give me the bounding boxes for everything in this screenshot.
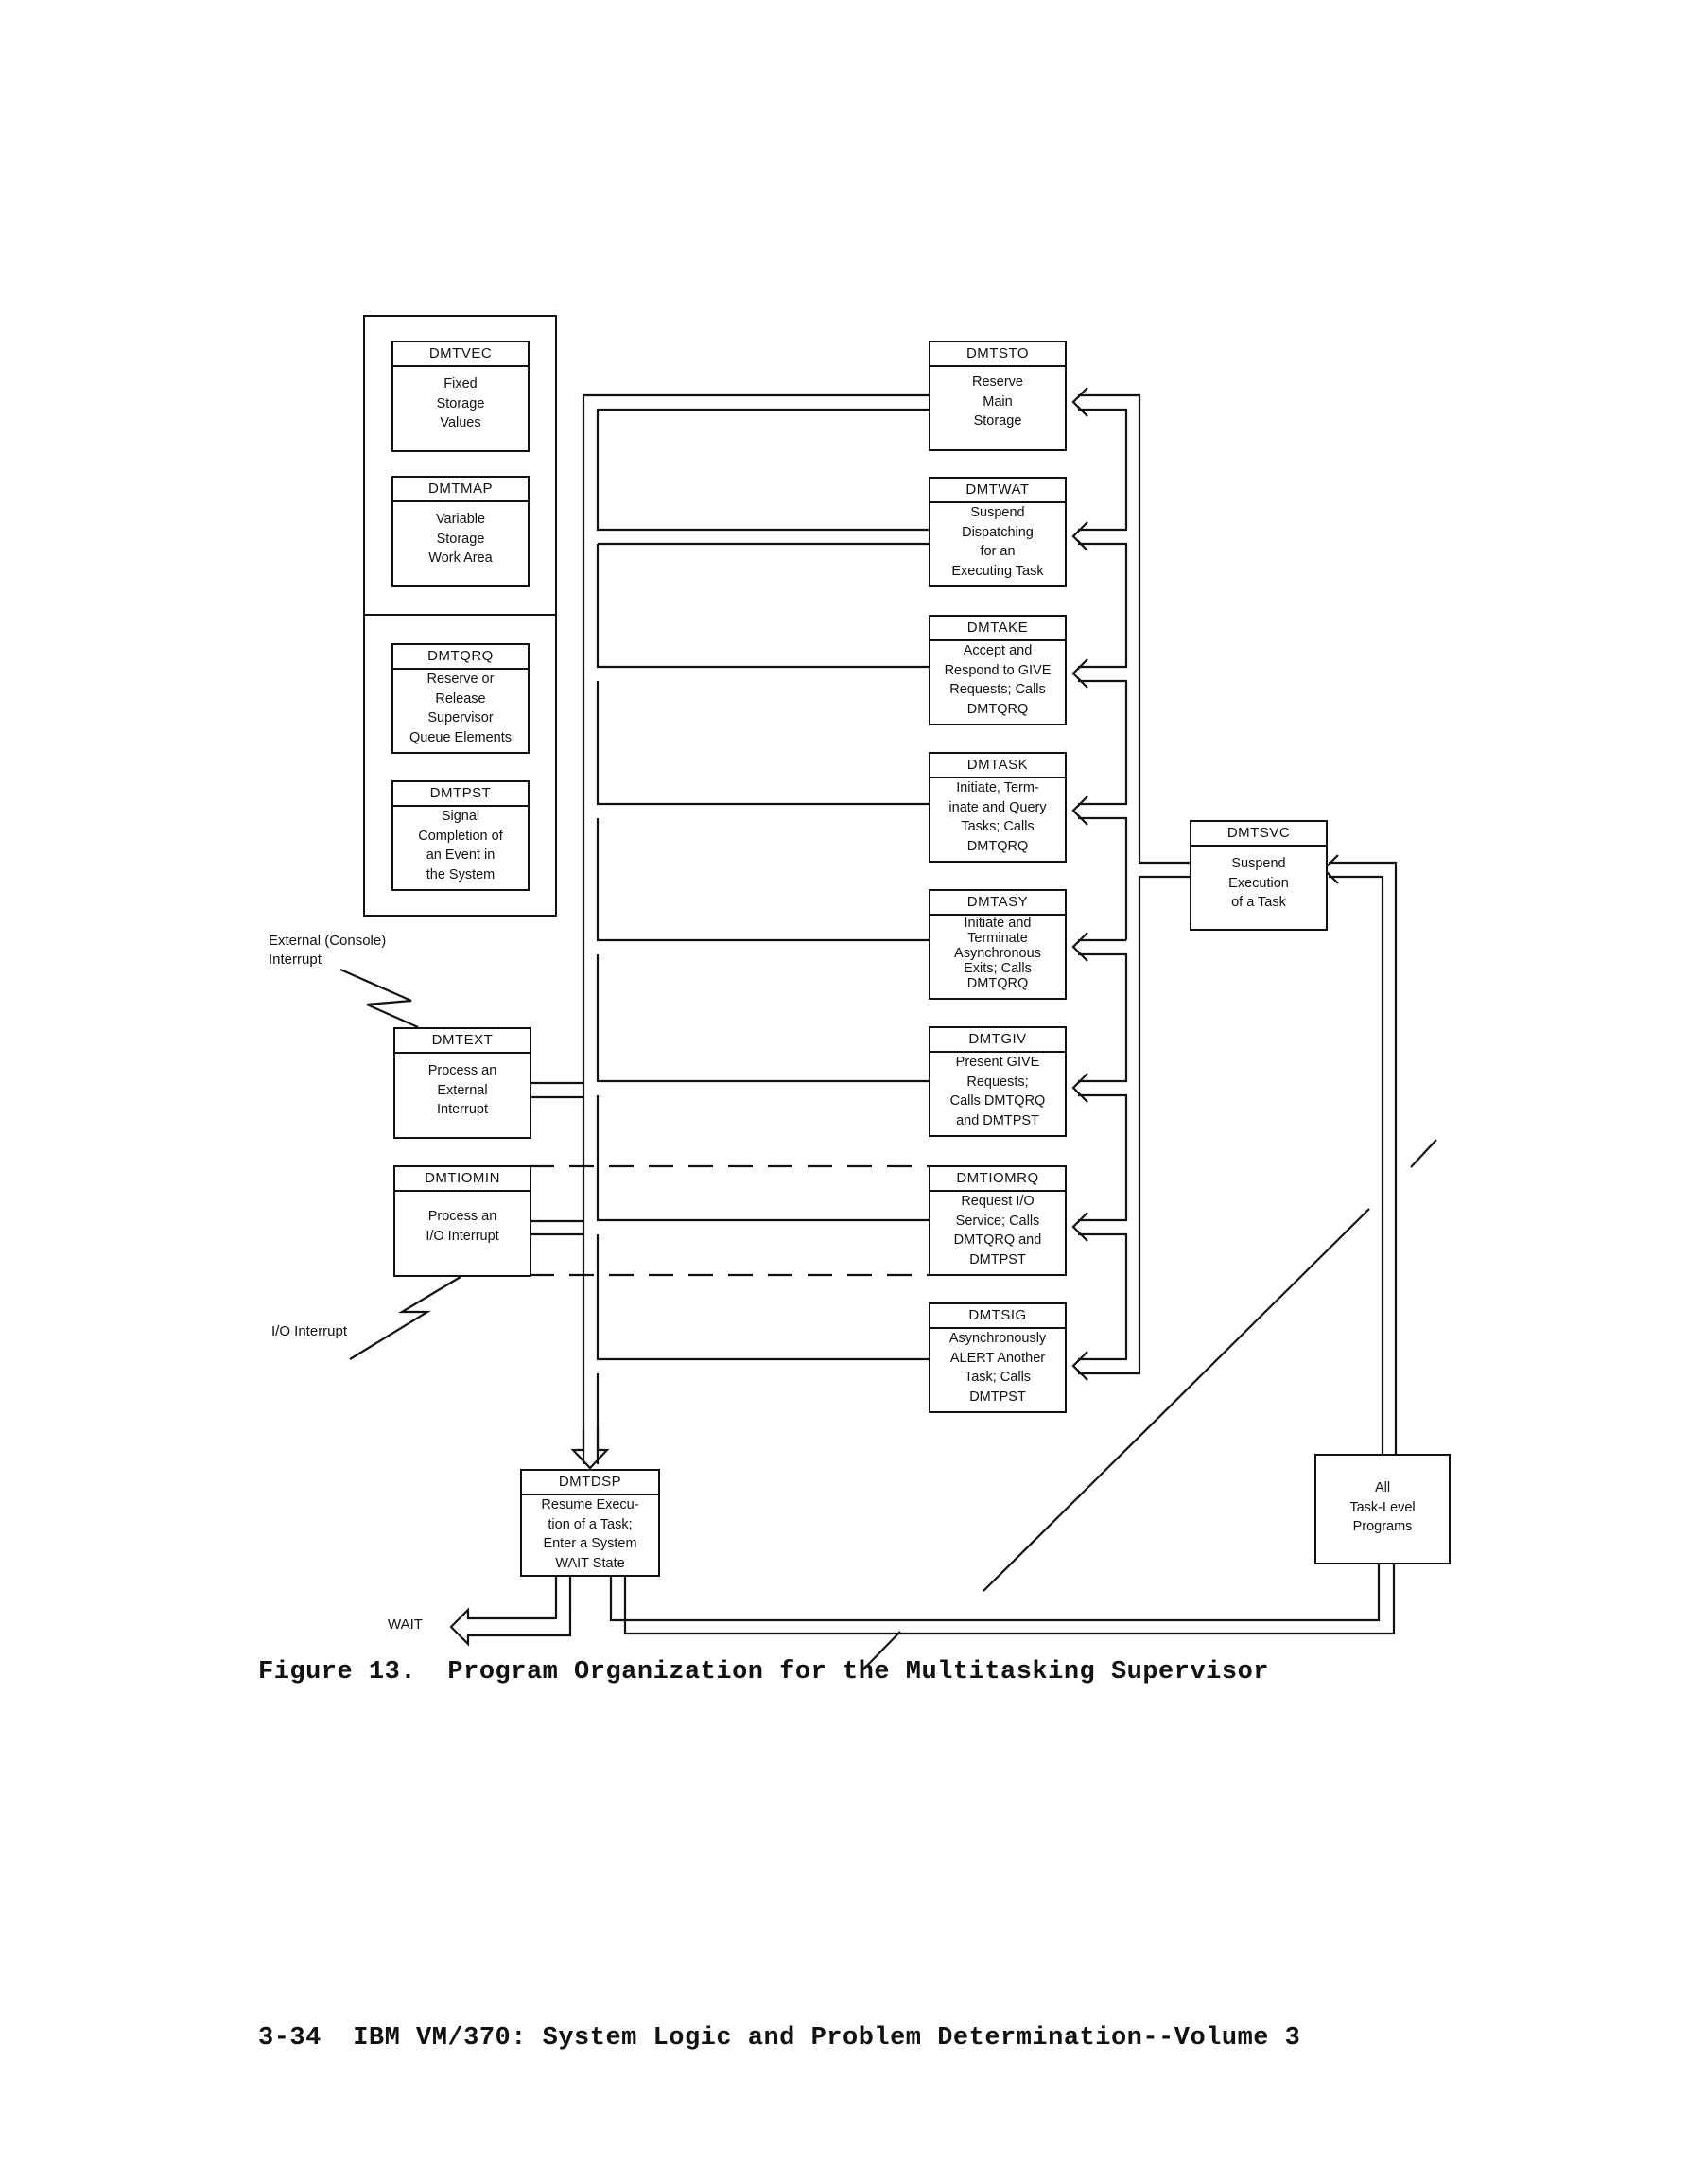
wait-arrow [449,1575,572,1647]
module-name: DMTPST [393,782,528,807]
module-name: DMTAKE [930,617,1065,641]
module-name: DMTSIG [930,1304,1065,1329]
module-desc: Present GIVE Requests; Calls DMTQRQ and … [949,1055,1046,1128]
left-bus-outer [582,393,929,1464]
task-level-programs[interactable]: All Task-Level Programs [1314,1454,1451,1564]
return-to-svc-outer [1329,861,1398,1454]
module-dmtmap[interactable]: DMTMAP Variable Storage Work Area [391,476,530,587]
external-interrupt-label: External (Console) Interrupt [269,933,387,968]
module-dmtiomrq[interactable]: DMTIOMRQ Request I/O Service; Calls DMTQ… [929,1165,1067,1276]
module-desc: Reserve or Release Supervisor Queue Elem… [409,672,512,745]
module-name: DMTWAT [930,479,1065,503]
page-footer: 3-34 IBM VM/370: System Logic and Proble… [258,2024,1301,2053]
services-group [363,614,557,917]
module-name: DMTMAP [393,478,528,502]
external-interrupt-zigzag [339,968,419,1029]
module-dmtake[interactable]: DMTAKE Accept and Respond to GIVE Reques… [929,615,1067,725]
return-to-svc-inner [1329,875,1384,1454]
module-name: DMTGIV [930,1028,1065,1053]
module-dmtext[interactable]: DMTEXT Process an External Interrupt [393,1027,531,1139]
right-bus-outer [1078,393,1190,865]
module-dmtiomin[interactable]: DMTIOMIN Process an I/O Interrupt [393,1165,531,1277]
down-arrow-to-dsp [570,1428,610,1470]
module-desc: Suspend Dispatching for an Executing Tas… [951,505,1044,579]
module-desc: Initiate, Term- inate and Query Tasks; C… [948,780,1047,854]
module-desc: Suspend Execution of a Task [1228,856,1289,910]
module-desc: Variable Storage Work Area [428,512,493,566]
module-name: DMTQRQ [393,645,528,670]
module-dmtsvc[interactable]: DMTSVC Suspend Execution of a Task [1190,820,1328,931]
task-level-programs-desc: All Task-Level Programs [1349,1480,1416,1534]
diagonal-line-short [1410,1139,1437,1168]
module-name: DMTASK [930,754,1065,778]
module-desc: Process an External Interrupt [427,1063,497,1117]
io-interrupt-zigzag [349,1276,461,1360]
module-name: DMTASY [930,891,1065,916]
module-desc: Request I/O Service; Calls DMTQRQ and DM… [953,1194,1042,1267]
module-dmtqrq[interactable]: DMTQRQ Reserve or Release Supervisor Que… [391,643,530,754]
module-desc: Initiate and Terminate Asynchronous Exit… [954,916,1041,991]
module-desc: Signal Completion of an Event in the Sys… [418,809,503,882]
module-dmtpst[interactable]: DMTPST Signal Completion of an Event in … [391,780,530,891]
wait-label: WAIT [388,1616,423,1633]
module-desc: Fixed Storage Values [436,376,485,430]
right-bus-inner [1078,408,1128,532]
module-name: DMTVEC [393,342,528,367]
diagonal-line-caption [862,1631,901,1670]
io-interrupt-label: I/O Interrupt [271,1323,348,1339]
module-desc: Resume Execu- tion of a Task; Enter a Sy… [541,1497,639,1571]
module-dmtask[interactable]: DMTASK Initiate, Term- inate and Query T… [929,752,1067,863]
diagonal-line-long [983,1208,1370,1592]
module-name: DMTSTO [930,342,1065,367]
module-name: DMTIOMIN [395,1167,530,1192]
module-desc: Reserve Main Storage [972,375,1023,428]
module-dmtsig[interactable]: DMTSIG Asynchronously ALERT Another Task… [929,1302,1067,1413]
module-name: DMTEXT [395,1029,530,1054]
module-dmtvec[interactable]: DMTVEC Fixed Storage Values [391,341,530,452]
module-name: DMTDSP [522,1471,658,1495]
module-dmtwat[interactable]: DMTWAT Suspend Dispatching for an Execut… [929,477,1067,587]
module-dmtasy[interactable]: DMTASY Initiate and Terminate Asynchrono… [929,889,1067,1000]
module-dmtgiv[interactable]: DMTGIV Present GIVE Requests; Calls DMTQ… [929,1026,1067,1137]
module-desc: Process an I/O Interrupt [426,1209,499,1244]
module-name: DMTSVC [1191,822,1326,847]
module-desc: Accept and Respond to GIVE Requests; Cal… [944,643,1052,717]
left-bus-inner [596,408,929,532]
module-desc: Asynchronously ALERT Another Task; Calls… [948,1331,1047,1405]
module-name: DMTIOMRQ [930,1167,1065,1192]
dsp-to-tasks [609,1544,1404,1635]
figure-caption: Figure 13. Program Organization for the … [258,1658,1269,1686]
module-dmtsto[interactable]: DMTSTO Reserve Main Storage [929,341,1067,451]
module-dmtdsp[interactable]: DMTDSP Resume Execu- tion of a Task; Ent… [520,1469,660,1577]
